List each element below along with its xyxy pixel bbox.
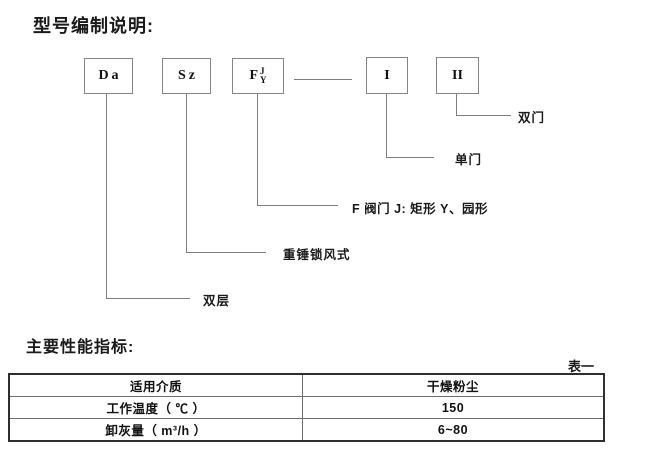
connector-f-vertical bbox=[257, 93, 258, 206]
table-cell-discharge-label: 卸灰量（ m³/h ） bbox=[8, 418, 303, 442]
connector-sz-vertical bbox=[186, 93, 187, 253]
connector-f-horizontal bbox=[257, 205, 338, 206]
branch-label-double-layer: 双层 bbox=[203, 294, 231, 308]
code-box-sz: Sz bbox=[162, 58, 211, 94]
table-number-tag: 表一 bbox=[568, 359, 595, 374]
connector-da-horizontal bbox=[106, 298, 190, 299]
code-box-roman-2-label: II bbox=[452, 67, 463, 83]
code-box-roman-1-label: I bbox=[384, 67, 390, 83]
table-cell-medium-label: 适用介质 bbox=[8, 373, 303, 397]
table-row: 适用介质 干燥粉尘 bbox=[8, 373, 605, 397]
branch-label-single-door: 单门 bbox=[455, 153, 483, 167]
code-box-roman-2: II bbox=[436, 57, 479, 94]
branch-label-valve-shape: F 阀门 J: 矩形 Y、园形 bbox=[352, 202, 488, 216]
code-box-f-variants: J Y bbox=[260, 67, 267, 85]
code-box-f: F J Y bbox=[232, 58, 284, 94]
branch-label-double-door: 双门 bbox=[518, 111, 546, 125]
connector-roman1-horizontal bbox=[386, 157, 434, 158]
code-box-da: Da bbox=[84, 58, 133, 94]
table-cell-discharge-value: 6~80 bbox=[302, 418, 605, 442]
code-box-f-sub: Y bbox=[260, 75, 267, 85]
connector-roman1-vertical bbox=[386, 93, 387, 158]
branch-label-hammer-airlock: 重锤锁风式 bbox=[283, 248, 351, 262]
table-row: 工作温度（ ℃ ） 150 bbox=[8, 396, 605, 419]
connector-roman2-vertical bbox=[456, 93, 457, 116]
connector-dash-f-to-roman1 bbox=[294, 79, 352, 80]
table-cell-medium-value: 干燥粉尘 bbox=[302, 373, 605, 397]
connector-sz-horizontal bbox=[186, 252, 266, 253]
code-box-sz-label: Sz bbox=[178, 68, 198, 83]
performance-table: 适用介质 干燥粉尘 工作温度（ ℃ ） 150 卸灰量（ m³/h ） 6~80 bbox=[8, 373, 605, 442]
connector-roman2-horizontal bbox=[456, 115, 511, 116]
table-cell-temperature-label: 工作温度（ ℃ ） bbox=[8, 396, 303, 419]
table-cell-temperature-value: 150 bbox=[302, 396, 605, 419]
code-box-f-label: F bbox=[249, 68, 259, 83]
connector-da-vertical bbox=[106, 93, 107, 299]
code-box-da-label: Da bbox=[98, 68, 122, 83]
page-title: 型号编制说明: bbox=[33, 16, 154, 36]
code-box-f-sup: J bbox=[260, 66, 265, 76]
section-title-performance: 主要性能指标: bbox=[26, 339, 135, 356]
table-row: 卸灰量（ m³/h ） 6~80 bbox=[8, 418, 605, 442]
code-box-roman-1: I bbox=[366, 57, 408, 94]
